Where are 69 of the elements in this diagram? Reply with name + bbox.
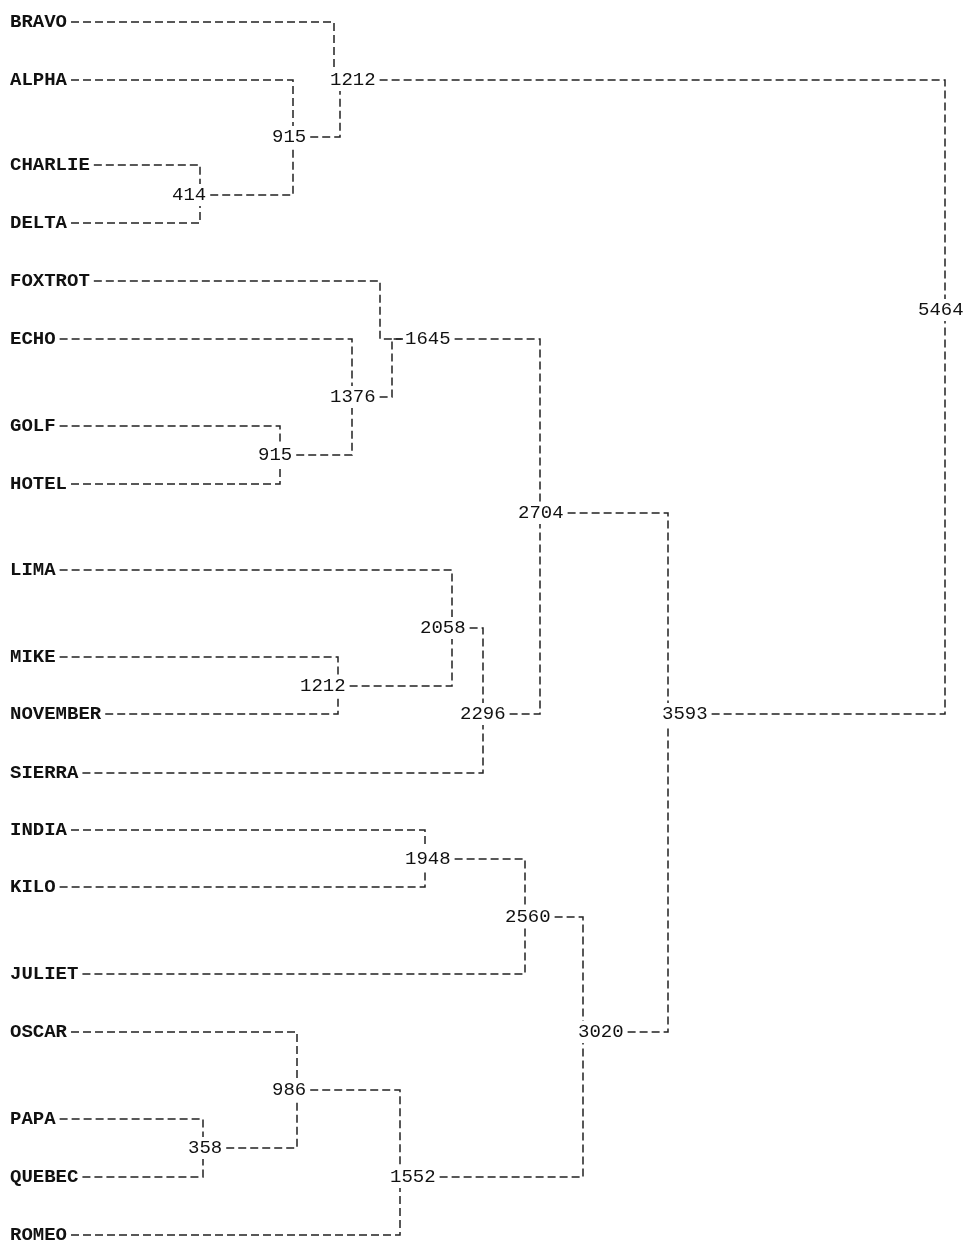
leaf-label: NOVEMBER [10, 703, 102, 725]
connector-line [58, 656, 339, 676]
connector-line [710, 320, 946, 715]
connector-line [58, 869, 426, 888]
merge-value: 414 [172, 184, 207, 206]
leaf-label: GOLF [10, 415, 56, 437]
connector-line [348, 638, 453, 687]
leaf-label: MIKE [10, 646, 56, 668]
leaf-label: INDIA [10, 819, 67, 841]
connector-line [104, 696, 339, 715]
leaf-label: SIERRA [10, 762, 79, 784]
connector-line [93, 280, 404, 340]
connector-line [93, 164, 201, 185]
leaf-label: QUEBEC [10, 1166, 79, 1188]
leaf-label: ROMEO [10, 1224, 67, 1244]
merge-value: 1212 [300, 675, 346, 697]
merge-value: 5464 [918, 299, 964, 321]
connector-line [81, 1158, 204, 1178]
merge-value: 915 [272, 126, 307, 148]
connector-line [58, 338, 353, 387]
leaf-label: FOXTROT [10, 270, 90, 292]
connector-line [295, 407, 353, 456]
merge-value: 2058 [420, 617, 466, 639]
connector-line [453, 858, 526, 907]
connector-line [70, 1187, 401, 1236]
leaf-label: KILO [10, 876, 56, 898]
connector-line [70, 205, 201, 224]
connector-line [378, 338, 404, 398]
connector-line [81, 927, 526, 975]
connector-line [58, 425, 281, 445]
merge-value: 1948 [405, 848, 451, 870]
merge-value: 3020 [578, 1021, 624, 1043]
connector-line [309, 90, 341, 138]
connector-line [70, 1031, 298, 1080]
connector-line [309, 1089, 401, 1167]
merge-value: 1376 [330, 386, 376, 408]
leaf-label: DELTA [10, 212, 67, 234]
connector-line [58, 1118, 204, 1138]
merge-value: 986 [272, 1079, 307, 1101]
connector-line [566, 512, 669, 704]
connector-line [81, 724, 484, 774]
leaf-label: JULIET [10, 963, 79, 985]
leaf-label: PAPA [10, 1108, 56, 1130]
merge-value: 2296 [460, 703, 506, 725]
leaf-label: LIMA [10, 559, 56, 581]
leaf-label: HOTEL [10, 473, 67, 495]
leaf-label: OSCAR [10, 1021, 67, 1043]
connector-line [508, 523, 541, 715]
merge-value: 1552 [390, 1166, 436, 1188]
connector-line [70, 79, 294, 127]
connector-line [378, 79, 946, 300]
merge-value: 3593 [662, 703, 708, 725]
leaf-label: ECHO [10, 328, 56, 350]
leaf-label: BRAVO [10, 11, 67, 33]
connector-line [225, 1100, 298, 1149]
leaf-label: ALPHA [10, 69, 67, 91]
merge-value: 358 [188, 1137, 223, 1159]
merge-value: 2704 [518, 502, 564, 524]
connector-line [58, 569, 453, 618]
leaf-label: CHARLIE [10, 154, 90, 176]
connector-line [468, 627, 484, 704]
connector-line [70, 21, 335, 70]
merge-value: 915 [258, 444, 293, 466]
merge-value: 2560 [505, 906, 551, 928]
merge-value: 1212 [330, 69, 376, 91]
merge-value: 1645 [405, 328, 451, 350]
connector-line [209, 147, 294, 196]
connector-line [438, 1042, 584, 1178]
connector-line [453, 338, 541, 503]
